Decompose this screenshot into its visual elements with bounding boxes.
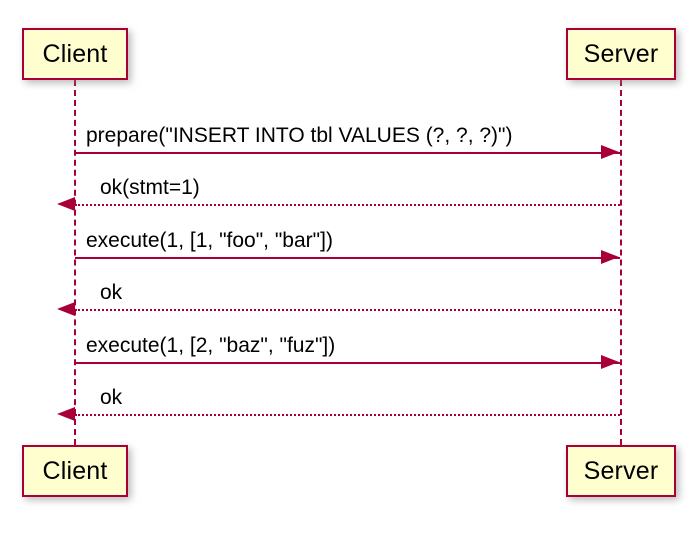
message-2-label: ok(stmt=1) [100, 176, 200, 199]
arrow-left-icon [57, 197, 75, 211]
participant-client-top[interactable]: Client [22, 28, 128, 80]
message-6-line [75, 414, 620, 416]
lifeline-client [74, 80, 76, 445]
message-3-label: execute(1, [1, "foo", "bar"]) [86, 229, 333, 252]
participant-label: Client [42, 39, 108, 68]
arrow-right-icon [601, 355, 619, 369]
message-3-line [75, 257, 620, 259]
lifeline-server [620, 80, 622, 445]
message-1-line [75, 152, 620, 154]
participant-label: Server [583, 456, 659, 485]
arrow-right-icon [601, 145, 619, 159]
participant-label: Server [583, 39, 659, 68]
participant-server-top[interactable]: Server [566, 28, 676, 80]
message-2-line [75, 204, 620, 206]
message-5-label: execute(1, [2, "baz", "fuz"]) [86, 334, 336, 357]
message-4-label: ok [100, 281, 123, 304]
message-4-line [75, 309, 620, 311]
arrow-left-icon [57, 302, 75, 316]
participant-client-bottom[interactable]: Client [22, 445, 128, 497]
arrow-left-icon [57, 407, 75, 421]
arrow-right-icon [601, 250, 619, 264]
message-6-label: ok [100, 386, 123, 409]
participant-server-bottom[interactable]: Server [566, 445, 676, 497]
participant-label: Client [42, 456, 108, 485]
message-1-label: prepare("INSERT INTO tbl VALUES (?, ?, ?… [86, 124, 513, 147]
message-5-line [75, 362, 620, 364]
